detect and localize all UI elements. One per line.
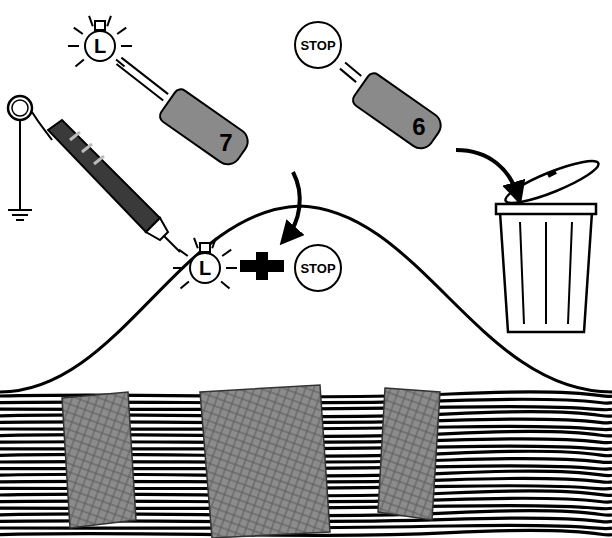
symbol-label: L [94,36,106,56]
lamp-symbol: L [84,30,116,62]
plus-sign [240,252,284,280]
move-arrow [286,172,300,238]
stop-symbol: STOP [294,244,342,292]
stop-symbol: STOP [294,21,342,69]
lead-wires [340,62,361,82]
symbol-label: STOP [300,262,335,275]
symbol-label: STOP [300,39,335,52]
harness-outline [0,206,612,392]
callout-number: 7 [219,131,232,155]
connector-plug: 6 [349,69,447,155]
lead-wires [116,58,168,101]
discard-arrow [456,150,518,196]
symbol-label: L [199,258,211,278]
tape-wrap [200,385,330,538]
connector-plug: 7 [156,85,254,171]
test-probe [8,96,180,252]
tape-wrap [62,392,136,528]
callout-number: 6 [412,115,425,139]
lamp-symbol: L [189,252,221,284]
tape-wrap [378,388,440,520]
